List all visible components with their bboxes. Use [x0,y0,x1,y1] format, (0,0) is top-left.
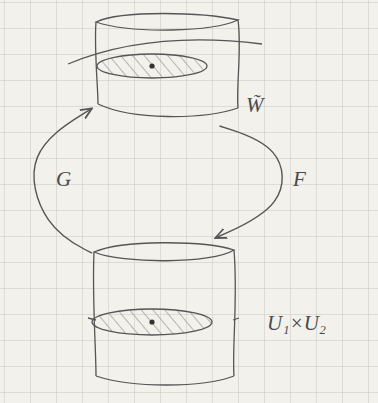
point-dot [149,63,154,68]
map-arrow [34,108,92,253]
cylinder-region: U₁×U₂ [92,238,237,390]
space-label: U₁×U₂ [267,312,326,335]
cylinder-sketch [92,8,242,126]
map-label: G [56,168,71,191]
map-arrow [215,126,282,238]
cylinder-sketch [92,238,237,390]
space-label: W̃ [246,94,264,117]
point-dot [149,319,154,324]
cylinder-region: W̃ [92,8,242,126]
map-label: F [293,168,306,191]
